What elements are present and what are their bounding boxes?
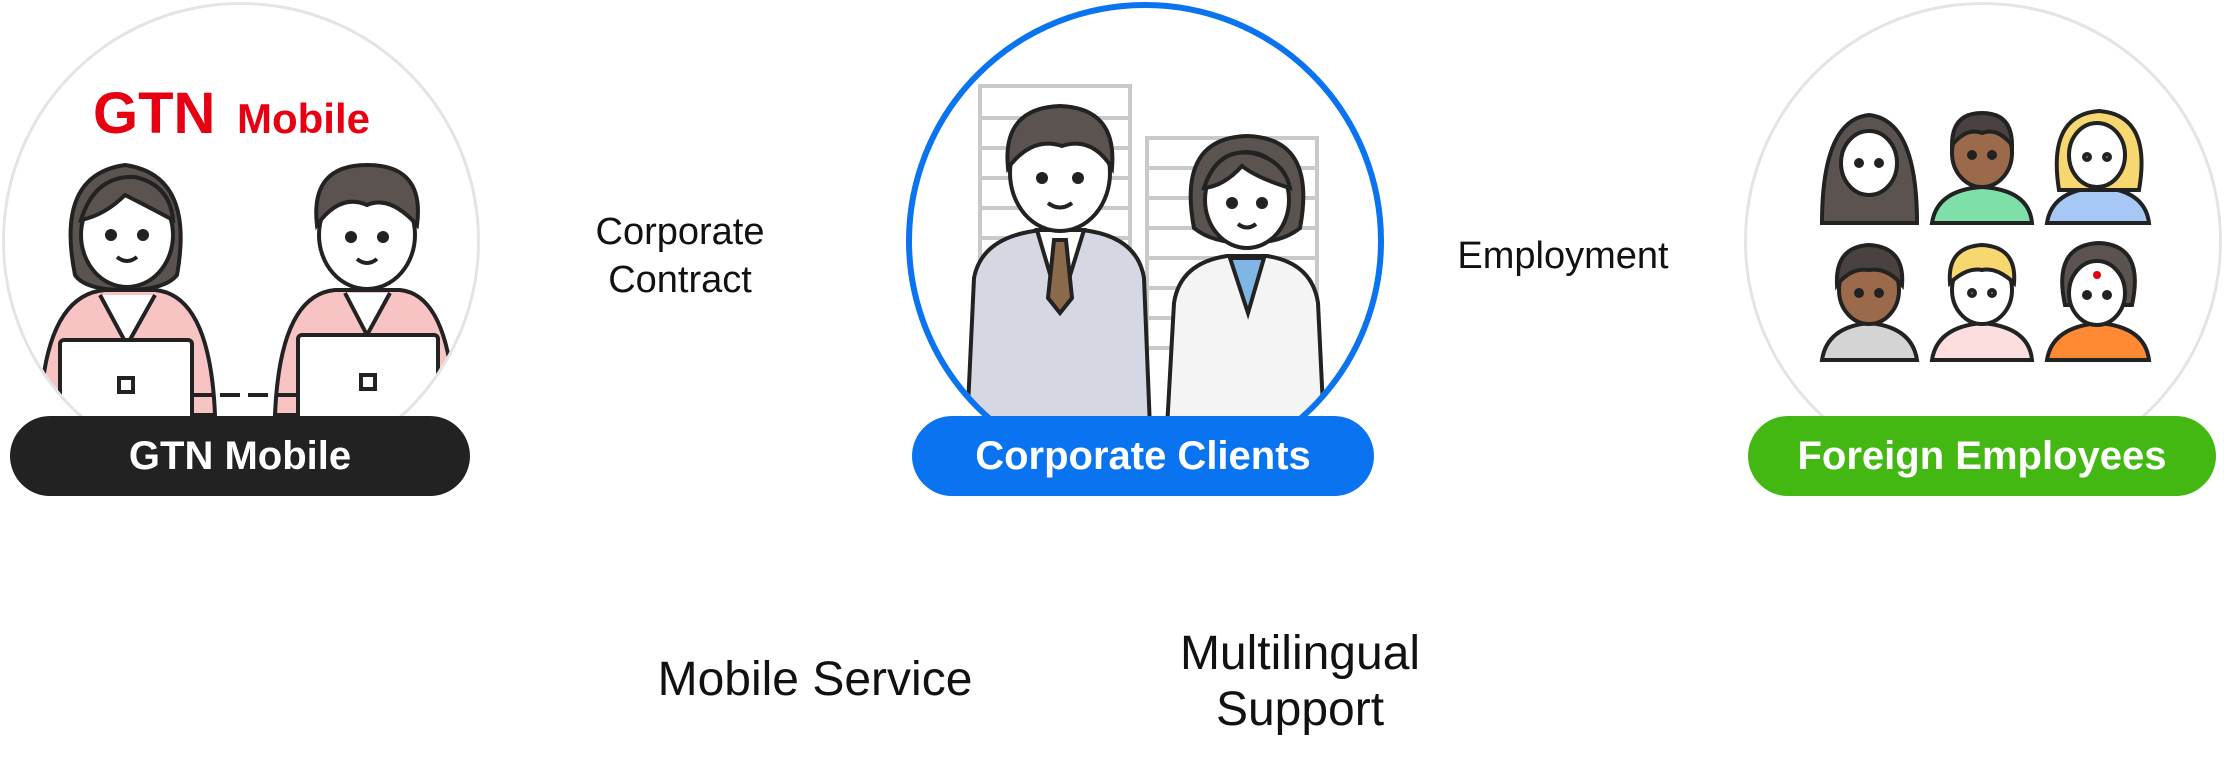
foreign-employees-label-pill: Foreign Employees — [1748, 416, 2216, 496]
corporate-circle — [906, 2, 1384, 480]
multilingual-support-label: Multilingual Support — [1130, 626, 1470, 738]
gtn-mobile-label-pill: GTN Mobile — [10, 416, 470, 496]
corporate-clients-label: Corporate Clients — [975, 433, 1311, 478]
mobile-service-label: Mobile Service — [620, 652, 1010, 708]
employment-text: Employment — [1457, 235, 1669, 277]
employee-avatar-icon — [1819, 112, 1920, 225]
employee-avatar-icon — [2044, 108, 2152, 225]
gtn-staff-illustration: GTN Mobile — [37, 81, 458, 442]
corporate-clients-label-pill: Corporate Clients — [912, 416, 1374, 496]
employee-avatar-icon — [2044, 240, 2152, 362]
multilingual-support-line1: Multilingual — [1179, 627, 1421, 680]
gtn-mobile-label: GTN Mobile — [128, 433, 352, 478]
corporate-contract-line2: Contract — [608, 259, 752, 301]
foreign-circle — [1744, 2, 2222, 480]
gtn-logo-text: GTN — [93, 81, 215, 146]
corporate-contract-label: Corporate Contract — [560, 208, 800, 304]
businessman-figure — [964, 103, 1153, 430]
employee-avatar-icon — [1929, 110, 2035, 225]
mobile-service-text: Mobile Service — [657, 653, 973, 706]
multilingual-support-line2: Support — [1215, 683, 1385, 736]
employment-label: Employment — [1418, 232, 1708, 280]
gtn-circle: GTN Mobile — [2, 2, 480, 480]
gtn-logo-subtext: Mobile — [237, 95, 370, 142]
corporate-clients-illustration — [964, 84, 1327, 430]
employee-avatar-icon — [1819, 242, 1920, 362]
businesswoman-figure — [1164, 133, 1327, 430]
foreign-employees-label: Foreign Employees — [1797, 433, 2167, 478]
foreign-employees-illustration — [1819, 108, 2152, 362]
employee-avatar-icon — [1929, 242, 2035, 362]
corporate-contract-line1: Corporate — [595, 211, 765, 253]
